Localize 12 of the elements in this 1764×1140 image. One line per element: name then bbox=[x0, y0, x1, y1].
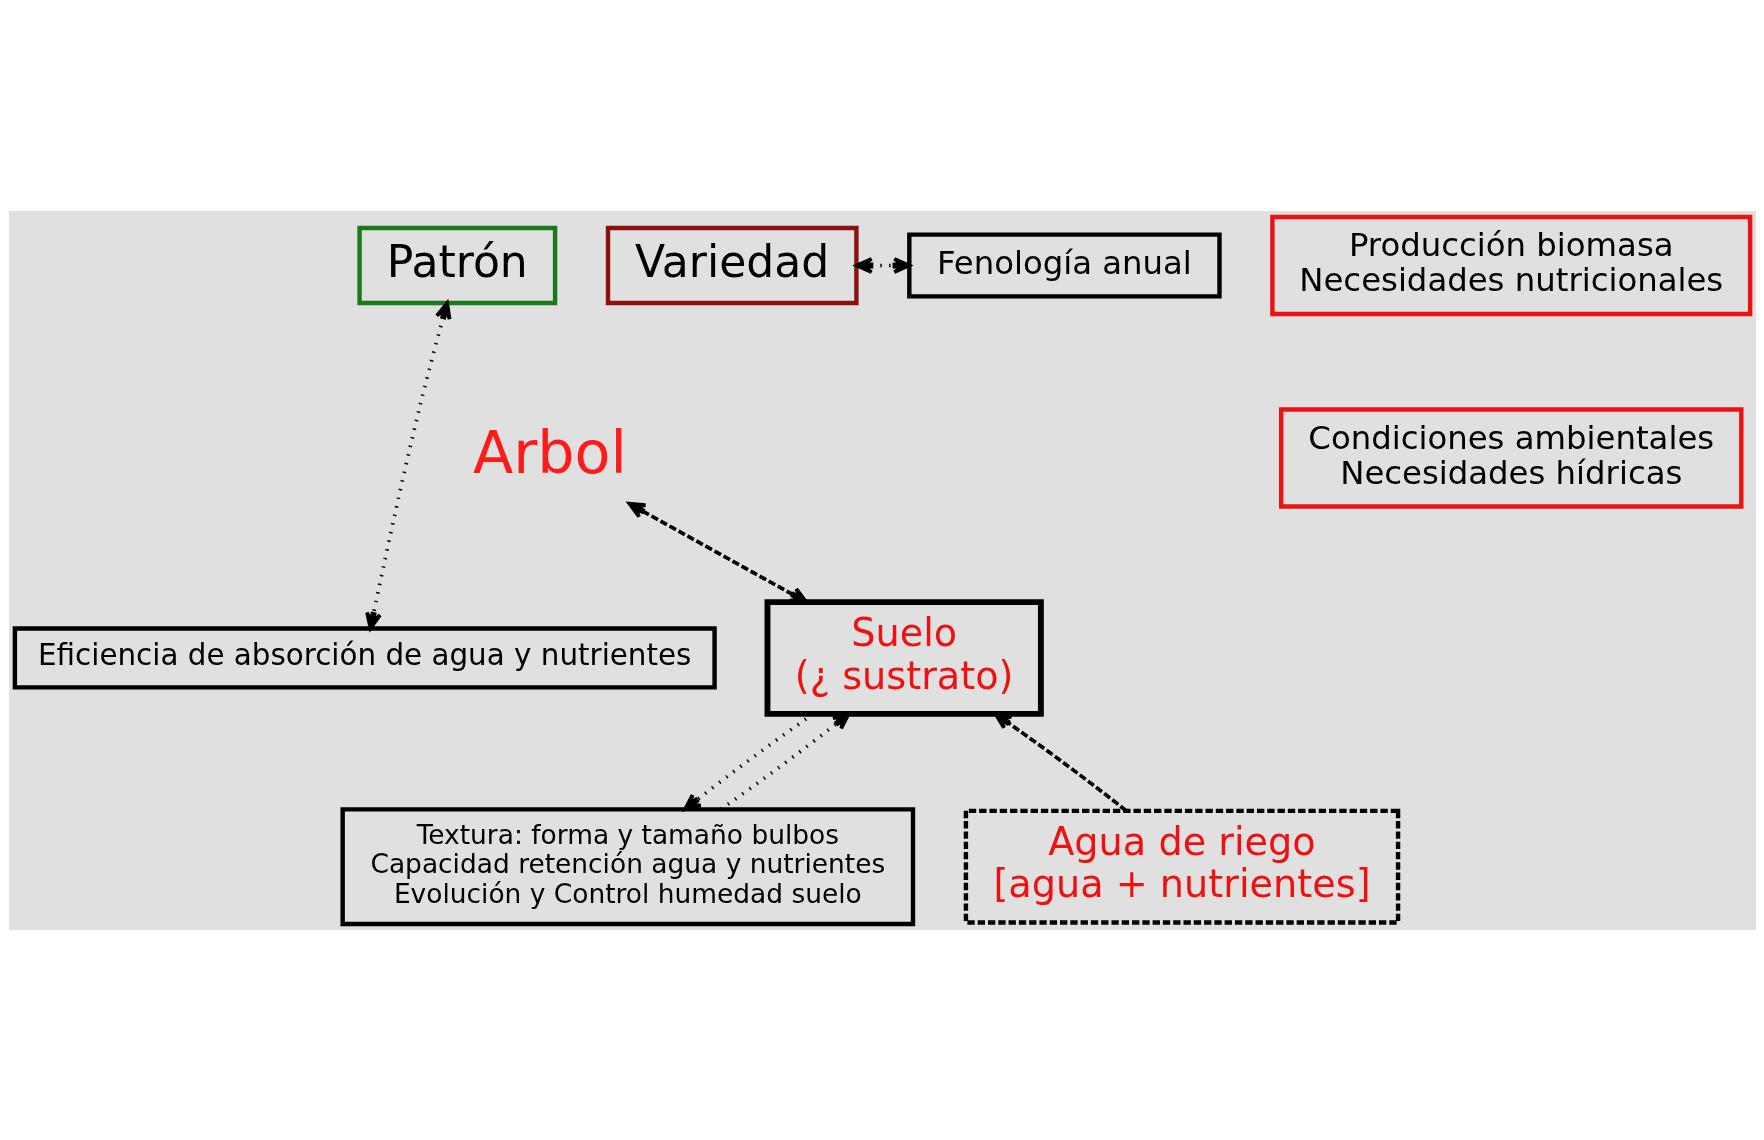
node-box: Variedad bbox=[605, 225, 859, 305]
node-box: Textura: forma y tamaño bulbos Capacidad retención agua y nutrientes Evolución y Control humedad suelo bbox=[339, 806, 915, 926]
node-box: Suelo (¿ sustrato) bbox=[764, 598, 1044, 717]
node-box: Producción biomasa Necesidades nutricionales bbox=[1269, 214, 1752, 316]
arrow bbox=[854, 256, 911, 274]
node-box: Eficiencia de absorción de agua y nutrientes bbox=[12, 625, 717, 690]
node-box: Fenología anual bbox=[906, 231, 1222, 299]
node-box: Patrón bbox=[356, 225, 557, 305]
arrow bbox=[364, 300, 451, 630]
node-box: Condiciones ambientales Necesidades hídricas bbox=[1278, 406, 1743, 509]
node-box: Agua de riego [agua + nutrientes] bbox=[963, 808, 1400, 925]
node-text: Arbol bbox=[472, 417, 627, 487]
